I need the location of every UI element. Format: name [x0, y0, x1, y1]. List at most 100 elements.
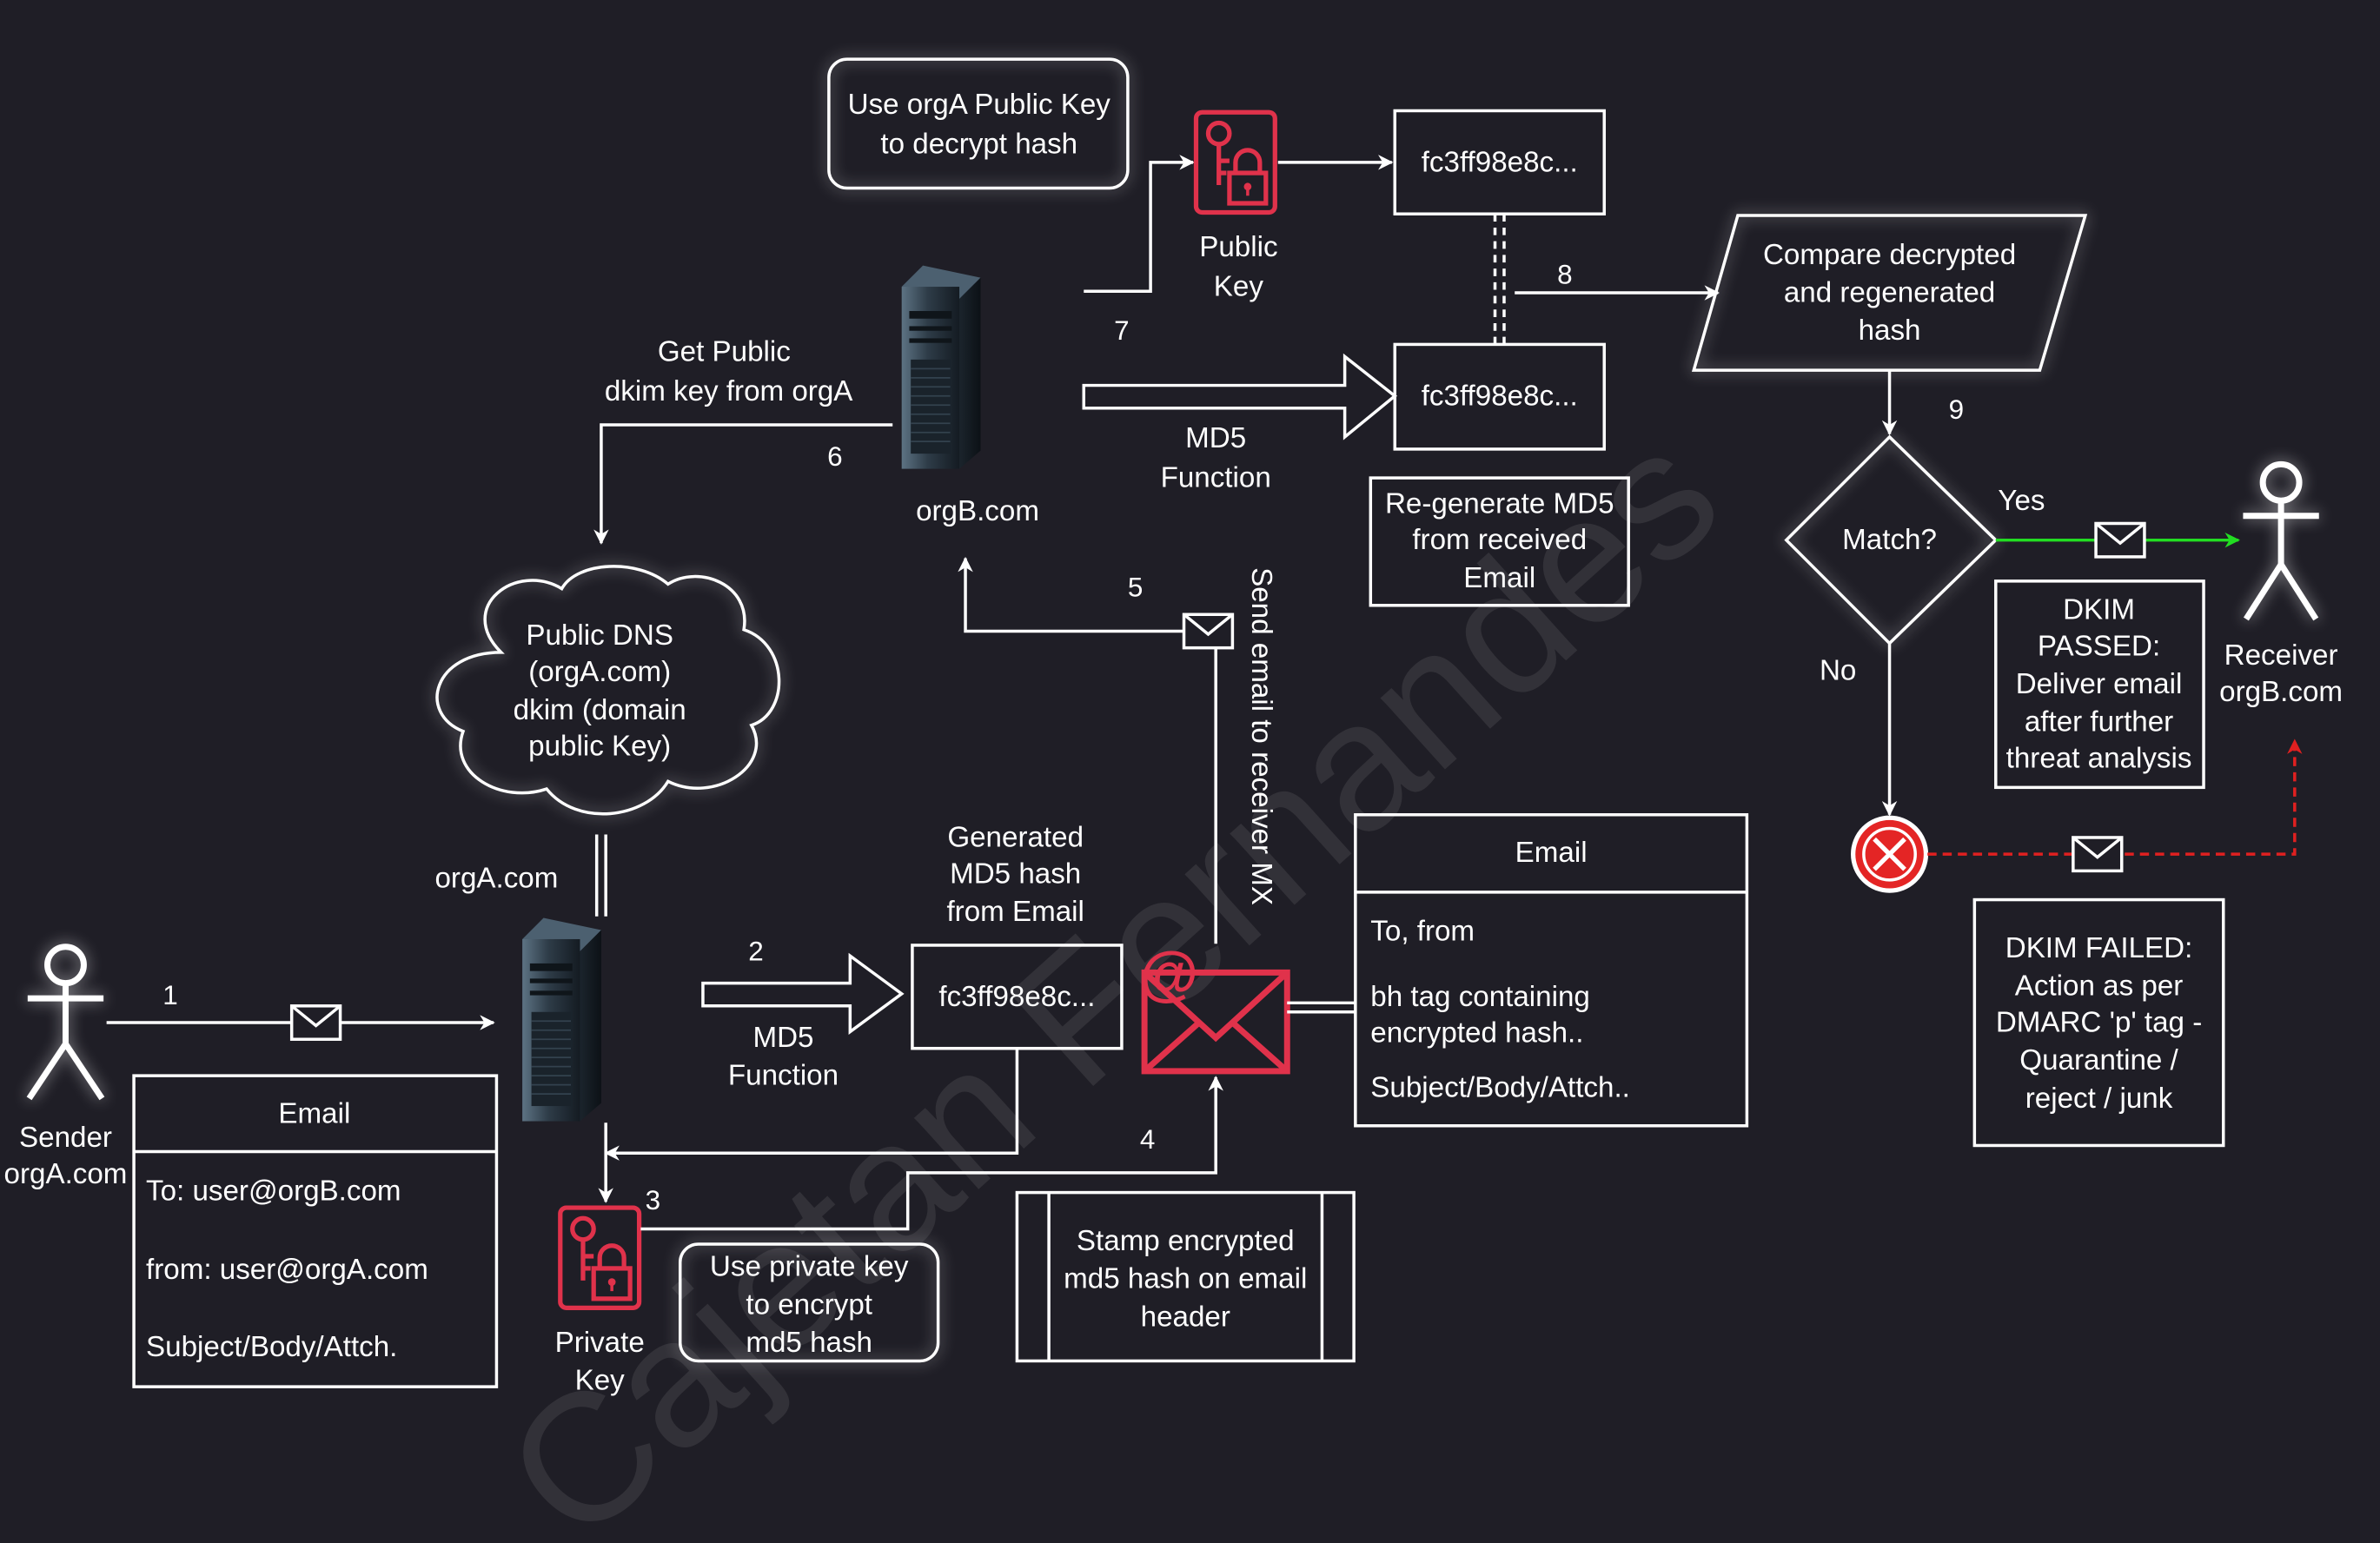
sender-email-body: Subject/Body/Attch. [146, 1331, 397, 1363]
regenerate-line2: from received [1412, 524, 1587, 556]
sender-email-title: Email [278, 1097, 350, 1129]
step-label-7: 7 [1114, 315, 1129, 346]
failed-arrow [1927, 738, 2303, 856]
use-private-key-line1: Use private key [710, 1251, 909, 1283]
receiver-actor [2243, 460, 2319, 621]
send-email-label: Send email to receiver MX [1245, 567, 1277, 905]
sender-email-from: from: user@orgA.com [146, 1254, 428, 1286]
dkim-passed-line4: after further [2025, 706, 2173, 738]
step-label-5: 5 [1128, 572, 1143, 602]
private-key-line2: Key [575, 1365, 626, 1397]
decrypted-hash-box: fc3ff98e8c... [1393, 109, 1606, 215]
dns-line-4: public Key) [528, 731, 671, 763]
hash-return-arrow [604, 1048, 1019, 1161]
dns-line-1: Public DNS [526, 619, 673, 652]
get-public-key-line1: Get Public [658, 336, 791, 368]
public-key-line1: Public [1199, 231, 1277, 263]
compare-line1: Compare decrypted [1763, 239, 2016, 271]
dkim-passed-line5: threat analysis [2006, 743, 2192, 775]
md5-function-2-line2: Function [1161, 462, 1271, 494]
use-private-key-line3: md5 hash [746, 1327, 872, 1359]
dkim-failed-line1: DKIM FAILED: [2005, 932, 2193, 964]
get-public-key-line2: dkim key from orgA [605, 375, 853, 407]
decrypted-hash-value: fc3ff98e8c... [1422, 146, 1578, 178]
envelope-icon [1182, 613, 1235, 650]
private-key-icon [560, 1208, 640, 1308]
compare-line2: and regenerated [1784, 277, 1995, 309]
sender-domain-label: orgA.com [4, 1158, 128, 1190]
dkim-failed-line2: Action as per [2015, 970, 2184, 1003]
md5-function-1-line2: Function [728, 1060, 839, 1092]
generated-hash-value: fc3ff98e8c... [938, 981, 1095, 1013]
regenerate-line3: Email [1463, 562, 1535, 594]
sender-email-to: To: user@orgB.com [146, 1175, 401, 1207]
md5-function-1-line1: MD5 [752, 1022, 813, 1054]
stamp-process-box: Stamp encrypted md5 hash on email header [1015, 1190, 1356, 1363]
use-public-key-line2: to decrypt hash [880, 128, 1077, 160]
generated-hash-line2: MD5 hash [950, 858, 1081, 890]
orgB-server-icon [900, 264, 982, 470]
dkim-failed-line3: DMARC 'p' tag - [1996, 1006, 2202, 1038]
public-key-icon [1196, 112, 1275, 212]
sender-actor [26, 944, 105, 1101]
dkim-passed-line2: PASSED: [2038, 630, 2160, 662]
dns-line-2: (orgA.com) [528, 656, 671, 688]
stamp-line2: md5 hash on email [1064, 1263, 1307, 1295]
step-label-8: 8 [1557, 260, 1572, 290]
stamp-line3: header [1141, 1301, 1230, 1333]
regenerate-line1: Re-generate MD5 [1385, 487, 1614, 520]
flow-arrow-4 [640, 1076, 1223, 1231]
stamp-line1: Stamp encrypted [1077, 1225, 1295, 1257]
md5-function-arrow-2 [1082, 353, 1398, 440]
signed-email-icon: @ [1139, 939, 1290, 1075]
md5-function-arrow-1 [701, 952, 905, 1035]
signed-email-body: Subject/Body/Attch.. [1370, 1072, 1630, 1104]
match-decision: Match? [1784, 434, 1999, 646]
use-private-key-box: Use private key to encrypt md5 hash [678, 1242, 940, 1363]
flow-arrow-7 [1084, 155, 1195, 294]
envelope-icon [2094, 521, 2146, 559]
sender-email-box: Email To: user@orgB.com from: user@orgA.… [132, 1074, 499, 1388]
envelope-icon [289, 1004, 342, 1041]
step-label-6: 6 [827, 441, 842, 472]
orgA-server-icon [521, 917, 602, 1122]
dkim-passed-line1: DKIM [2063, 593, 2135, 626]
dns-line-3: dkim (domain [514, 694, 686, 726]
public-dns-cloud: Public DNS (orgA.com) dkim (domain publi… [435, 565, 781, 816]
receiver-label: Receiver [2224, 639, 2338, 672]
dkim-failed-line5: reject / junk [2025, 1083, 2173, 1115]
envelope-icon [2072, 836, 2124, 873]
flow-arrow-5 [958, 556, 1217, 944]
signed-email-bh-line1: bh tag containing [1370, 981, 1590, 1013]
compare-hash-box: Compare decrypted and regenerated hash [1691, 214, 2088, 372]
private-key-line1: Private [555, 1327, 645, 1359]
sender-label: Sender [19, 1122, 112, 1154]
regenerate-note-box: Re-generate MD5 from received Email [1369, 476, 1630, 607]
step-label-2: 2 [748, 936, 763, 966]
orgB-label: orgB.com [916, 495, 1039, 527]
use-public-key-box: Use orgA Public Key to decrypt hash [827, 57, 1130, 190]
dkim-failed-box: DKIM FAILED: Action as per DMARC 'p' tag… [1972, 897, 2225, 1148]
generated-hash-line1: Generated [947, 821, 1084, 853]
receiver-domain-label: orgB.com [2219, 676, 2343, 708]
public-key-line2: Key [1214, 271, 1264, 303]
orgA-label: orgA.com [434, 863, 558, 895]
step-label-9: 9 [1949, 394, 1964, 425]
match-label: Match? [1842, 524, 1937, 556]
step-label-1: 1 [162, 980, 177, 1010]
yes-label: Yes [1998, 485, 2045, 517]
reject-icon [1851, 815, 1929, 893]
watermark: Cajetan Fernandes [468, 392, 1755, 1543]
step-label-3: 3 [646, 1185, 660, 1215]
regenerated-hash-box: fc3ff98e8c... [1393, 342, 1606, 451]
signed-email-title: Email [1515, 837, 1588, 869]
signed-email-to-from: To, from [1370, 916, 1475, 948]
signed-email-bh-line2: encrypted hash.. [1370, 1017, 1583, 1050]
svg-text:@: @ [1139, 939, 1198, 1007]
md5-function-2-line1: MD5 [1185, 422, 1246, 454]
flow-arrow-6 [593, 423, 893, 545]
signed-email-box: Email To, from bh tag containing encrypt… [1354, 813, 1749, 1128]
no-label: No [1820, 654, 1856, 686]
compare-line3: hash [1859, 315, 1921, 347]
use-public-key-line1: Use orgA Public Key [848, 89, 1111, 121]
